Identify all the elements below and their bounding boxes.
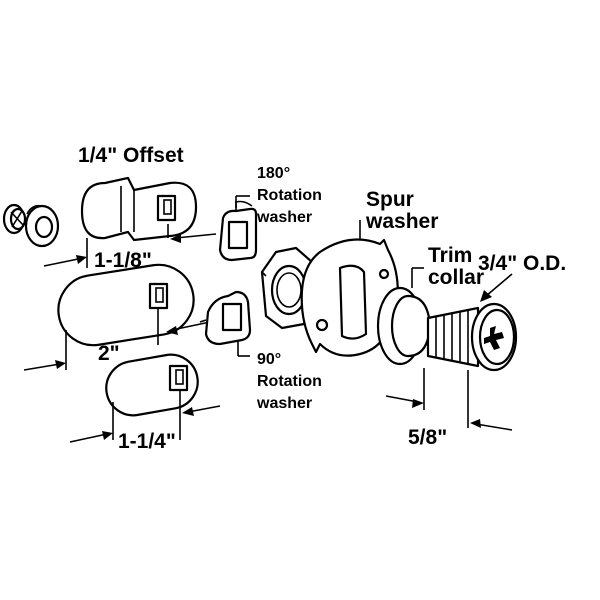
straight-cam-1-1-4in	[105, 353, 199, 417]
spur-washer	[300, 238, 400, 357]
trim-collar	[376, 286, 432, 366]
dim-2-label: 2"	[98, 342, 120, 365]
rotation-washer-180	[218, 200, 258, 262]
cam-screw	[2, 203, 27, 235]
rot180-line1: 180°	[257, 165, 290, 182]
straight-cam-2in	[57, 263, 195, 347]
dim-2-marker	[23, 308, 211, 371]
spur-line1: Spur	[366, 188, 414, 211]
offset-cam	[80, 176, 198, 242]
dim-5-8-label: 5/8"	[408, 426, 447, 449]
rot180-line2: Rotation	[257, 187, 322, 204]
rot180-line3: washer	[256, 209, 312, 226]
rot180-leader	[235, 195, 250, 208]
screw-washer	[24, 204, 60, 248]
dim-1-1-8-marker	[43, 224, 217, 268]
offset-label: 1/4" Offset	[78, 144, 184, 167]
rotation-washer-90	[199, 290, 252, 346]
trim-line1: Trim	[428, 244, 472, 267]
dim-1-1-4-marker	[69, 390, 221, 443]
rot90-line2: Rotation	[257, 373, 322, 390]
dim-1-1-8-label: 1-1/8"	[94, 249, 152, 272]
od-arrow	[480, 273, 513, 302]
od-label: 3/4" O.D.	[478, 252, 566, 275]
trim-line2: collar	[428, 266, 484, 289]
keyhole-icon	[484, 326, 504, 350]
rot90-line1: 90°	[257, 351, 281, 368]
dim-1-1-4-label: 1-1/4"	[118, 430, 176, 453]
rot90-line3: washer	[256, 395, 312, 412]
trim-leader	[411, 267, 424, 288]
spur-line2: washer	[365, 210, 438, 233]
dim-5-8-marker	[385, 368, 513, 431]
rot90-leader	[237, 340, 250, 357]
